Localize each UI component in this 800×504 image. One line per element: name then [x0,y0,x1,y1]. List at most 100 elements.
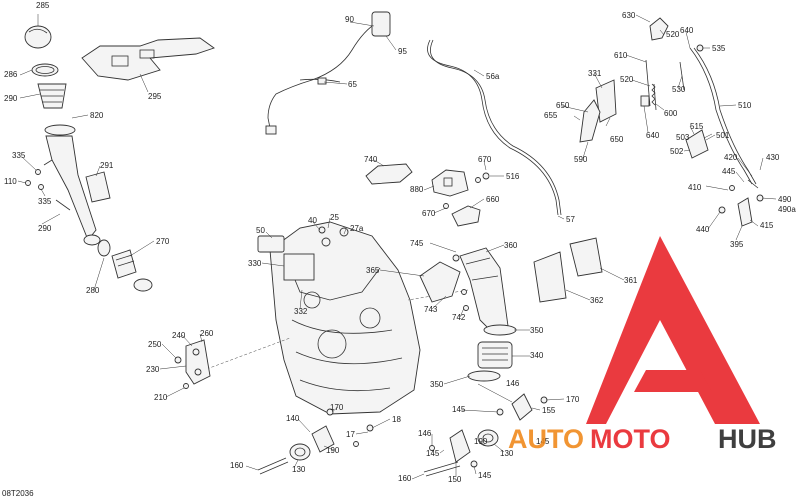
callout: 820 [90,111,104,120]
callout: 430 [766,153,780,162]
callout: 56a [486,72,500,81]
callout: 535 [712,44,726,53]
callout: 27a [350,224,364,233]
callout: 260 [200,329,214,338]
callout: 445 [722,167,736,176]
callout: 146 [418,429,432,438]
callout: 502 [670,147,684,156]
callout: 280 [86,286,100,295]
callout: 335 [12,151,26,160]
callout: 295 [148,92,162,101]
callout: 40 [308,216,317,225]
callout: 290 [38,224,52,233]
callout: 291 [100,161,114,170]
callout: 610 [614,51,628,60]
callout: 286 [4,70,18,79]
mount-bracket-230 [174,339,211,389]
callout: 18 [392,415,401,424]
callout: 170 [566,395,580,404]
callout: 395 [730,240,744,249]
watermark-logo: AUTO MOTO HUB [508,236,777,454]
callout: 350 [430,380,444,389]
callout: 745 [410,239,424,248]
callout: 285 [36,1,50,10]
callout: 57 [566,215,575,224]
callout: 250 [148,340,162,349]
callout: 230 [146,365,160,374]
callout: 65 [348,80,357,89]
bracket-fasteners [443,172,490,209]
intake-tube [43,124,101,246]
drawing-code: 08T2036 [2,489,34,498]
callout: 640 [680,26,694,35]
callout: 335 [38,197,52,206]
callout: 270 [156,237,170,246]
callout: 503 [676,133,690,142]
callout: 516 [506,172,520,181]
heat-shields-361-362 [533,237,603,303]
bracket-880 [431,169,469,197]
callout: 660 [486,195,500,204]
breather-hose [427,39,562,216]
callout: 640 [646,131,660,140]
callout: 670 [478,155,492,164]
heat-shield-plate [81,37,215,81]
callout: 240 [172,331,186,340]
intake-duct-piece [85,171,111,203]
callout: 362 [590,296,604,305]
callout: 530 [672,85,686,94]
callout: 520 [620,75,634,84]
bracket-740 [365,163,413,185]
callout: 420 [724,153,738,162]
watermark-text-moto: MOTO [590,424,671,454]
callout: 170 [330,403,344,412]
callout: 190 [326,446,340,455]
callout: 600 [664,109,678,118]
callout: 155 [542,406,556,415]
callout: 332 [294,307,308,316]
callout: 140 [286,414,300,423]
callout: 365 [366,266,380,275]
callout: 130 [292,465,306,474]
pulley-left [257,408,374,475]
callout: 340 [530,351,544,360]
callout: 150 [448,475,462,484]
callout: 880 [410,185,424,194]
engine-block [187,221,469,415]
callout: 440 [696,225,710,234]
bracket-660 [451,205,481,227]
callout: 110 [4,177,17,186]
callout: 146 [506,379,520,388]
callout: 740 [364,155,378,164]
callout: 630 [622,11,636,20]
callout: 590 [574,155,588,164]
callout: 650 [610,135,624,144]
intake-clamp-ring [31,63,59,77]
watermark-text-auto: AUTO [508,424,584,454]
pulley-right [423,393,548,477]
callout: 670 [422,209,436,218]
watermark-text-hub: HUB [718,424,777,454]
callout: 50 [256,226,265,235]
callout: 130 [500,449,514,458]
callout: 742 [452,313,466,322]
watermark-triangle-icon [586,236,760,424]
callout: 145 [426,449,440,458]
callout: 160 [230,461,244,470]
leader-lines [17,14,777,480]
callout: 160 [398,474,412,483]
callout-labels: 285 286 290 820 335 110 335 291 290 270 … [4,1,796,484]
callout: 501 [716,131,730,140]
callout: 490a [778,205,796,214]
callout: 145 [478,471,492,480]
callout: 145 [536,437,550,446]
callout: 95 [398,47,407,56]
callout: 520 [666,30,680,39]
callout: 515 [690,122,704,131]
callout: 410 [688,183,702,192]
callout: 210 [154,393,168,402]
exhaust-assembly [419,247,517,382]
callout: 490 [778,195,792,204]
callout: 510 [738,101,752,110]
callout: 360 [504,241,518,250]
